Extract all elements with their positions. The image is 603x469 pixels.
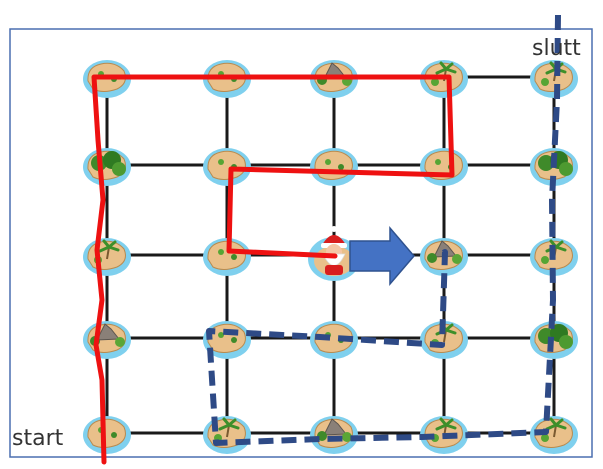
island-bush xyxy=(342,432,352,442)
island-bush xyxy=(541,78,549,86)
island-bush xyxy=(231,254,237,260)
island-palm-trunk xyxy=(553,424,557,438)
island-palm-trunk xyxy=(226,424,230,438)
island-tree xyxy=(112,162,126,176)
island-palm-leaves xyxy=(545,417,567,431)
island-sand xyxy=(203,148,251,186)
island-bush xyxy=(111,432,117,438)
island-palm-leaves xyxy=(545,61,567,75)
island-rock xyxy=(323,418,348,436)
island-sand xyxy=(314,150,353,180)
island-sand xyxy=(83,416,131,454)
island-rocky xyxy=(83,321,131,359)
island-sand xyxy=(87,418,126,448)
santa-hat xyxy=(322,235,346,245)
island-sand xyxy=(203,238,251,276)
end-label: slutt xyxy=(532,36,581,61)
island-sand xyxy=(310,148,358,186)
island-bush xyxy=(541,434,549,442)
island-palm-leaves xyxy=(435,417,457,431)
santa-body xyxy=(325,265,343,275)
island-bush xyxy=(218,332,224,338)
red-route-line xyxy=(91,74,455,465)
island-bush xyxy=(317,431,327,441)
island-palm-trunk xyxy=(443,329,447,343)
island-tree xyxy=(538,155,554,171)
island-bush xyxy=(452,254,462,264)
santa-hat-pompom xyxy=(331,226,337,232)
arrow-layer xyxy=(349,225,415,287)
island-sand xyxy=(207,150,246,180)
island-bush xyxy=(338,164,344,170)
island-bush xyxy=(427,253,437,263)
island-rocky xyxy=(310,416,358,454)
island-palm-leaves xyxy=(435,61,457,75)
island-tree xyxy=(559,162,573,176)
start-label: start xyxy=(12,426,64,451)
island-bush xyxy=(541,256,549,264)
island-palms xyxy=(530,416,578,454)
island-sand xyxy=(310,321,358,359)
island-sand xyxy=(314,323,353,353)
island-bush xyxy=(218,159,224,165)
island-bush xyxy=(231,337,237,343)
island-bush xyxy=(431,78,439,86)
routes-layer xyxy=(91,14,561,465)
island-bush xyxy=(115,337,125,347)
island-palms xyxy=(203,416,251,454)
island-sand xyxy=(420,148,468,186)
direction-arrow-icon xyxy=(349,225,415,287)
island-palm-trunk xyxy=(106,246,110,260)
island-bush xyxy=(435,159,441,165)
island-palm-leaves xyxy=(98,239,120,253)
island-rock xyxy=(96,323,121,341)
island-palms xyxy=(83,238,131,276)
island-jungle xyxy=(83,148,131,186)
island-palms xyxy=(530,60,578,98)
island-bush xyxy=(325,159,331,165)
island-palm-leaves xyxy=(218,417,240,431)
island-tree xyxy=(559,335,573,349)
island-sand xyxy=(207,240,246,270)
blue-route-line xyxy=(206,14,561,446)
island-bush xyxy=(218,249,224,255)
